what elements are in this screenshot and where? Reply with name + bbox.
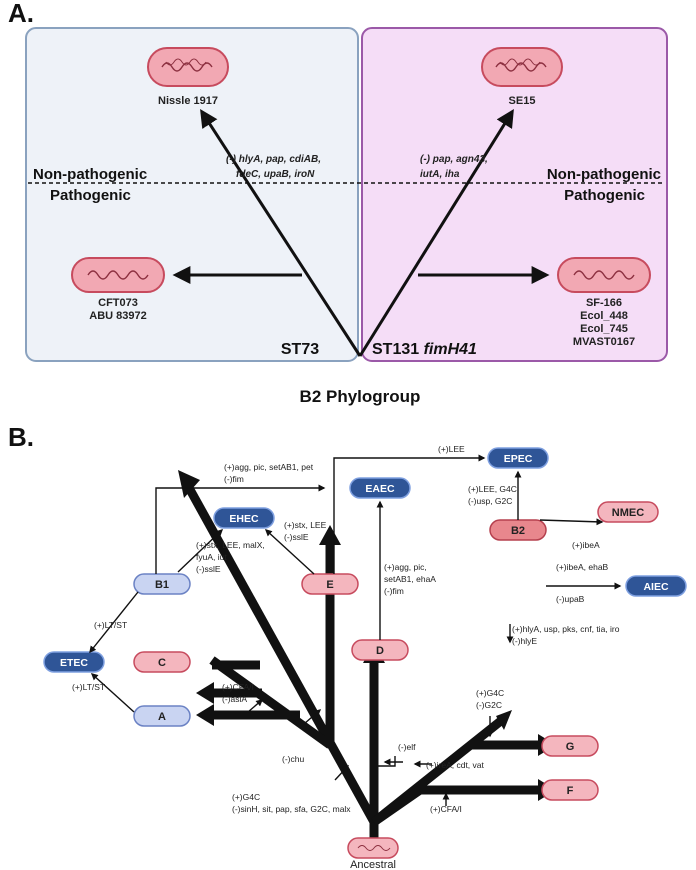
ann-e-ehec-2: (-)sslE (284, 532, 309, 542)
st131-gene: fimH41 (424, 341, 477, 358)
node-b1-label: B1 (155, 579, 169, 591)
ann-b1-eaec-1: (+)agg, pic, setAB1, pet (224, 462, 314, 472)
ann-a-branch-2: (-)aslA (222, 694, 247, 704)
ann-b2-epec-2: (-)usp, G2C (468, 496, 512, 506)
ann-g-branch-2: (-)G2C (476, 700, 502, 710)
ann-e-ehec-1: (+)stx, LEE (284, 520, 327, 530)
ann-lee-epec: (+)LEE (438, 444, 465, 454)
bacterium-se15-icon (481, 47, 563, 87)
node-ancestral (347, 837, 399, 859)
pathotype-epec-label: EPEC (504, 453, 533, 465)
ann-b2-nmec: (+)ibeA (572, 540, 600, 550)
pathotype-etec (43, 651, 105, 673)
ann-f-branch: (+)CFA/I (430, 804, 462, 814)
genes-left-line1: (-) hlyA, pap, cdiAB, (226, 154, 321, 165)
ann-b1-ehec-1: (+)stx, LEE, malX, (196, 540, 265, 550)
st131-label: ST131 fimH41 (372, 341, 477, 358)
node-c-label: C (158, 657, 166, 669)
strain-cft073-label: CFT073 (98, 297, 138, 309)
ann-ire: (+)ireA, cdt, vat (426, 760, 485, 770)
strain-mvast-label: MVAST0167 (573, 336, 635, 348)
node-a (133, 705, 191, 727)
ann-chu: (-)chu (282, 754, 304, 764)
pathotype-epec (487, 447, 549, 469)
pathotype-etec-label: ETEC (60, 657, 88, 669)
pathotype-nmec (597, 501, 659, 523)
bacterium-sf166-icon (557, 257, 651, 293)
arrow-to-nissle (200, 108, 362, 357)
non-pathogenic-right: Non-pathogenic (547, 166, 661, 183)
pathotype-eaec (349, 477, 411, 499)
pathotype-nmec-label: NMEC (612, 507, 644, 519)
bacterium-nissle-icon (147, 47, 229, 87)
ann-g-branch-1: (+)G4C (476, 688, 504, 698)
pathotype-aiec-label: AIEC (643, 581, 669, 593)
bacterium-cft073-icon (71, 257, 165, 293)
genes-right-line2: iutA, iha (420, 169, 460, 180)
ann-b1-ehec-2: fyuA, iut (196, 552, 227, 562)
ann-root-1: (+)G4C (232, 792, 260, 802)
pathotype-eaec-label: EAEC (365, 483, 395, 495)
st131-prefix: ST131 (372, 341, 424, 358)
pathotype-ehec (213, 507, 275, 529)
node-e-label: E (326, 579, 333, 591)
ann-b2-epec-1: (+)LEE, G4C (468, 484, 517, 494)
ann-b2-branch-1: (+)hlyA, usp, pks, cnf, tia, iro (512, 624, 620, 634)
panel-a-letter: A. (8, 0, 34, 28)
ann-elf: (-)elf (398, 742, 416, 752)
ann-b2-branch-2: (-)hlyE (512, 636, 537, 646)
node-ancestral-label: Ancestral (350, 859, 396, 870)
strain-ecol745-label: Ecol_745 (580, 323, 628, 335)
node-b2-label: B2 (511, 525, 525, 537)
genes-right-line1: (-) pap, agn43, (420, 154, 488, 165)
strain-abu-label: ABU 83972 (89, 310, 146, 322)
pathotype-aiec (625, 575, 687, 597)
strain-nissle-label: Nissle 1917 (158, 95, 218, 107)
genes-left-line2: fdeC, upaB, iroN (236, 169, 315, 180)
ann-a-branch-1: (+)CFA/I (222, 682, 254, 692)
node-b1 (133, 573, 191, 595)
node-a-label: A (158, 711, 166, 723)
non-pathogenic-left: Non-pathogenic (33, 166, 147, 183)
node-f (541, 779, 599, 801)
ann-d-eaec-3: (-)fim (384, 586, 404, 596)
ann-b1-eaec-2: (-)fim (224, 474, 244, 484)
st73-label: ST73 (281, 341, 319, 358)
pathogenic-right: Pathogenic (564, 187, 645, 204)
node-e (301, 573, 359, 595)
ann-root-2: (-)sinH, sit, pap, sfa, G2C, malx (232, 804, 351, 814)
pathogenic-left: Pathogenic (50, 187, 131, 204)
ann-d-eaec-2: setAB1, ehaA (384, 574, 436, 584)
strain-ecol448-label: Ecol_448 (580, 310, 628, 322)
node-f-label: F (567, 785, 574, 797)
arrow-to-se15 (358, 108, 514, 357)
panel-b-letter: B. (8, 422, 34, 452)
ann-b2-aiec-2: (-)upaB (556, 594, 585, 604)
ann-b2-aiec-1: (+)ibeA, ehaB (556, 562, 609, 572)
node-g (541, 735, 599, 757)
ann-d-eaec-1: (+)agg, pic, (384, 562, 427, 572)
node-c (133, 651, 191, 673)
ann-b1-ehec-3: (-)sslE (196, 564, 221, 574)
node-g-label: G (566, 741, 575, 753)
ann-a-etec: (+)LT/ST (72, 682, 105, 692)
node-d-label: D (376, 645, 384, 657)
strain-se15-label: SE15 (509, 95, 536, 107)
thin-arrows (89, 454, 622, 806)
b2-phylogroup-label: B2 Phylogroup (300, 387, 421, 406)
strain-sf166-label: SF-166 (586, 297, 622, 309)
ann-b1-etec: (+)LT/ST (94, 620, 127, 630)
pathotype-ehec-label: EHEC (229, 513, 259, 525)
